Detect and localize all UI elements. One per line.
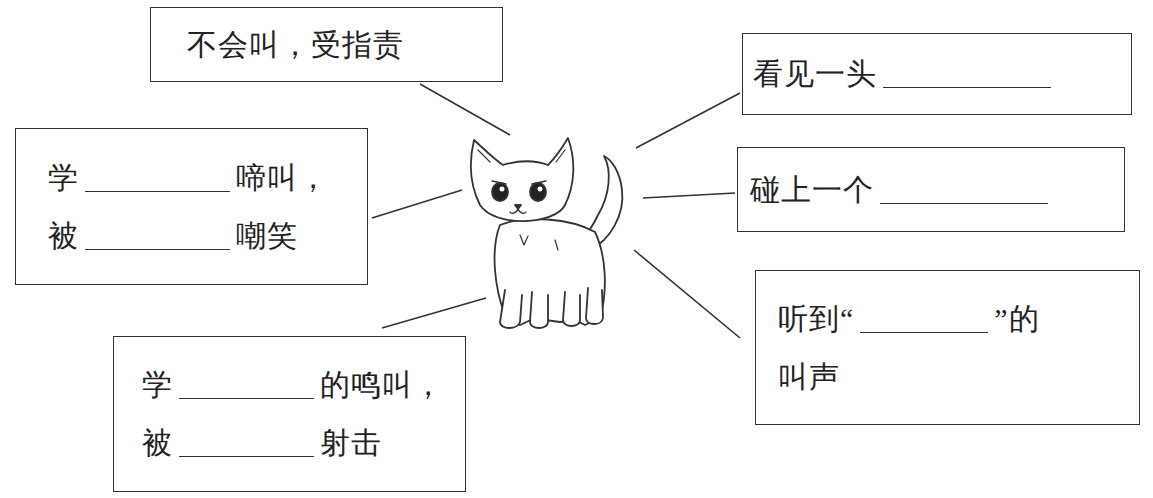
cat-illustration — [471, 138, 623, 328]
box-text: 学 — [142, 366, 173, 404]
text-line: 叫声 — [778, 358, 1129, 396]
fact-box: 学 啼叫， 被 嘲笑 — [15, 128, 368, 285]
box-text: 啼叫， — [236, 159, 329, 197]
answer-blank — [880, 173, 1048, 204]
text-line: 被 射击 — [142, 424, 455, 462]
box-text: 被 — [142, 424, 173, 462]
text-line: 碰上一个 — [750, 171, 1114, 209]
text-line: 被 嘲笑 — [48, 217, 357, 255]
leader-lines — [372, 84, 740, 338]
answer-blank — [860, 302, 988, 333]
answer-blank — [179, 368, 314, 399]
answer-blank — [85, 219, 230, 250]
box-text: 的鸣叫， — [320, 366, 444, 404]
fact-box: 学 的鸣叫， 被 射击 — [113, 336, 466, 492]
text-line: 学 啼叫， — [48, 159, 357, 197]
box-text: 学 — [48, 159, 79, 197]
box-text: 不会叫，受指责 — [187, 26, 404, 64]
box-text: 被 — [48, 217, 79, 255]
fact-box: 碰上一个 — [737, 147, 1125, 232]
answer-blank — [179, 426, 314, 457]
box-text: 听到“ — [778, 300, 854, 338]
box-text: 碰上一个 — [750, 171, 874, 209]
box-text: 嘲笑 — [236, 217, 298, 255]
text-line: 看见一头 — [753, 55, 1121, 93]
text-line: 不会叫，受指责 — [187, 26, 492, 64]
fact-box: 看见一头 — [742, 33, 1132, 115]
answer-blank — [85, 161, 230, 192]
box-text: 看见一头 — [753, 55, 877, 93]
fact-box: 不会叫，受指责 — [150, 7, 503, 82]
text-line: 学 的鸣叫， — [142, 366, 455, 404]
fact-box: 听到“ ”的叫声 — [755, 270, 1140, 425]
text-line: 听到“ ”的 — [778, 300, 1129, 338]
box-text: ”的 — [994, 300, 1039, 338]
answer-blank — [883, 57, 1051, 88]
box-text: 射击 — [320, 424, 382, 462]
box-text: 叫声 — [778, 358, 840, 396]
